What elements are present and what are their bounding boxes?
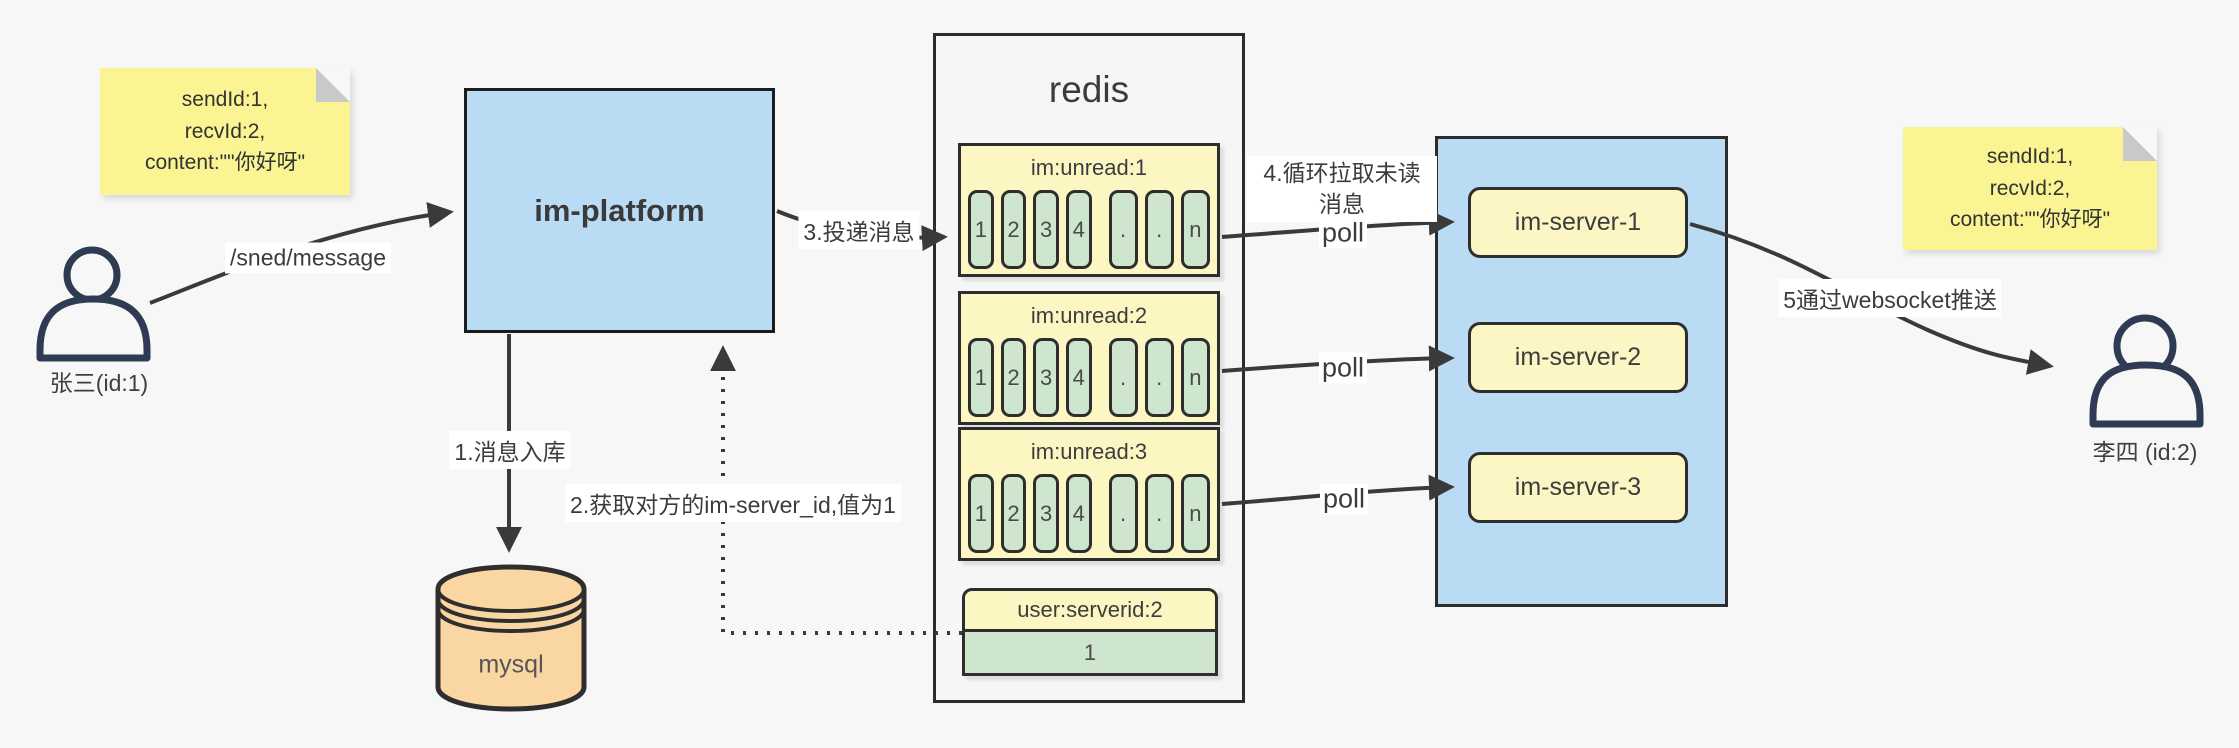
queue-cell: 1: [968, 190, 994, 269]
queue-title: im:unread:3: [1030, 439, 1148, 464]
redis-kv-user-serverid: user:serverid:2 1: [962, 588, 1218, 676]
user-zhangsan-icon: [36, 246, 151, 362]
note-line: sendId:1,: [1986, 145, 2074, 169]
queue-cells: 1 2 3 4 . . n: [961, 190, 1217, 274]
queue-cell: 1: [968, 338, 994, 417]
note-line: content:""你好呀": [1949, 208, 2111, 232]
queue-cell: 4: [1065, 474, 1092, 553]
sticky-note-left: sendId:1, recvId:2, content:""你好呀": [100, 68, 350, 195]
queue-cell: n: [1180, 190, 1210, 269]
kv-key: user:serverid:2: [962, 588, 1218, 632]
queue-cell: 3: [1033, 338, 1059, 417]
im-platform-box: im-platform: [464, 88, 775, 333]
edge-label-lookup: 2.获取对方的im-server_id,值为1: [565, 484, 901, 522]
queue-cell: 3: [1033, 190, 1059, 269]
queue-cell: n: [1180, 338, 1210, 417]
redis-queue-unread-1: im:unread:1 1 2 3 4 . . n: [958, 143, 1220, 277]
edge-label-store: 1.消息入库: [449, 431, 571, 469]
queue-cell: .: [1144, 190, 1174, 269]
queue-cell: 2: [1000, 474, 1027, 553]
kv-value: 1: [962, 632, 1218, 676]
redis-queue-unread-2: im:unread:2 1 2 3 4 . . n: [958, 291, 1220, 425]
queue-cells: 1 2 3 4 . . n: [961, 474, 1217, 558]
edge-label-poll-1: poll: [1318, 217, 1368, 249]
im-server-3-label: im-server-3: [1514, 473, 1642, 501]
queue-cell: .: [1108, 474, 1138, 553]
user-lisi-icon: [2089, 314, 2204, 428]
im-server-2-label: im-server-2: [1514, 343, 1642, 371]
edge-label-poll-2: poll: [1318, 352, 1368, 384]
user-lisi-label: 李四 (id:2): [2092, 439, 2198, 465]
im-server-1-box: im-server-1: [1468, 187, 1688, 258]
queue-cell: .: [1108, 190, 1138, 269]
edge-label-deliver: 3.投递消息: [798, 211, 920, 249]
queue-cell: 2: [1000, 338, 1027, 417]
queue-cells: 1 2 3 4 . . n: [961, 338, 1217, 422]
queue-cell: .: [1144, 474, 1174, 553]
queue-title: im:unread:2: [1030, 303, 1148, 328]
redis-queue-unread-3: im:unread:3 1 2 3 4 . . n: [958, 427, 1220, 561]
queue-cell: n: [1180, 474, 1210, 553]
queue-cell: .: [1108, 338, 1138, 417]
im-server-1-label: im-server-1: [1514, 208, 1642, 236]
queue-cell: 4: [1065, 190, 1092, 269]
edge-label-poll-3: poll: [1319, 483, 1369, 515]
im-server-2-box: im-server-2: [1468, 322, 1688, 393]
note-line: sendId:1,: [181, 88, 269, 112]
user-zhangsan-label: 张三(id:1): [49, 370, 149, 396]
im-platform-label: im-platform: [534, 192, 705, 228]
queue-title: im:unread:1: [1030, 155, 1148, 180]
note-line: recvId:2,: [184, 119, 266, 143]
sticky-note-right: sendId:1, recvId:2, content:""你好呀": [1903, 127, 2157, 250]
queue-cell: 4: [1065, 338, 1092, 417]
queue-cell: .: [1144, 338, 1174, 417]
queue-cell: 3: [1033, 474, 1059, 553]
im-server-3-box: im-server-3: [1468, 452, 1688, 523]
redis-title: redis: [1048, 69, 1130, 110]
edge-label-push: 5通过websocket推送: [1778, 279, 2002, 317]
edge-label-send: /sned/message: [225, 242, 391, 274]
note-line: recvId:2,: [1989, 176, 2071, 200]
edge-label-pull: 4.循环拉取未读消息: [1247, 155, 1437, 223]
note-line: content:""你好呀": [144, 151, 306, 175]
queue-cell: 2: [1000, 190, 1027, 269]
queue-cell: 1: [968, 474, 994, 553]
mysql-database-icon: [435, 564, 587, 712]
mysql-label: mysql: [478, 650, 544, 679]
